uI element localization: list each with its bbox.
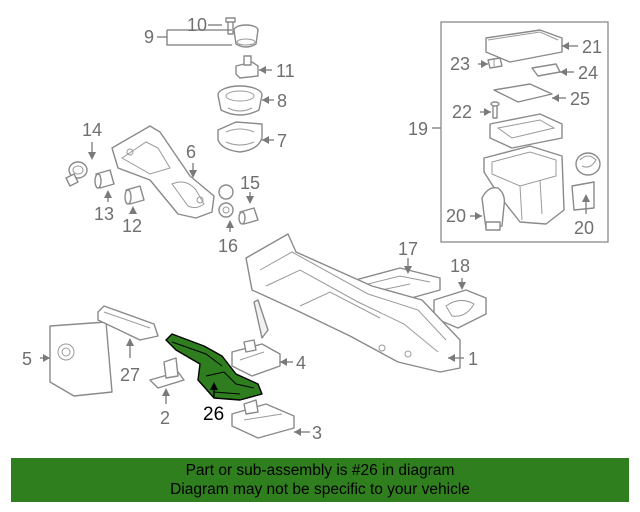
part-21-armrest-lid bbox=[485, 29, 563, 63]
callout-3: 3 bbox=[312, 423, 322, 443]
callout-10: 10 bbox=[187, 15, 207, 35]
part-11-bracket bbox=[235, 55, 259, 79]
callout-27: 27 bbox=[120, 365, 140, 385]
part-14-switch bbox=[65, 161, 88, 187]
callout-22: 22 bbox=[452, 102, 472, 122]
callout-12: 12 bbox=[122, 216, 142, 236]
callout-4: 4 bbox=[296, 353, 306, 373]
callout-11: 11 bbox=[276, 61, 295, 81]
callout-20-right: 20 bbox=[574, 218, 594, 238]
callout-18: 18 bbox=[450, 256, 470, 276]
part-27-trim-strip bbox=[97, 305, 159, 341]
callout-2: 2 bbox=[160, 408, 170, 428]
callout-24: 24 bbox=[578, 63, 598, 83]
callout-9: 9 bbox=[144, 27, 154, 47]
callout-7: 7 bbox=[277, 131, 287, 151]
part-25-mat bbox=[493, 83, 553, 103]
callout-26: 26 bbox=[203, 404, 224, 425]
callout-21: 21 bbox=[582, 37, 602, 57]
banner-line-1: Part or sub-assembly is #26 in diagram bbox=[185, 462, 455, 479]
callout-23: 23 bbox=[450, 54, 470, 74]
callout-16: 16 bbox=[218, 236, 238, 256]
callout-13: 13 bbox=[94, 204, 114, 224]
callout-1: 1 bbox=[468, 349, 478, 369]
part-20-bracket-right bbox=[571, 152, 601, 211]
callout-20-left: 20 bbox=[446, 206, 466, 226]
part-19-tray bbox=[489, 113, 563, 149]
banner-line-2: Diagram may not be specific to your vehi… bbox=[170, 481, 470, 498]
part-8-cup-holder bbox=[217, 85, 263, 116]
part-23-latch bbox=[487, 57, 503, 69]
part-22-pin bbox=[490, 101, 500, 119]
part-2-bracket bbox=[149, 357, 185, 389]
callout-15: 15 bbox=[240, 173, 260, 193]
part-15-plug bbox=[238, 207, 259, 225]
part-7-cup-insert bbox=[217, 121, 263, 153]
callout-25: 25 bbox=[570, 89, 590, 109]
part-26-parking-brake-lever bbox=[165, 333, 263, 401]
part-5-side-panel bbox=[49, 321, 113, 397]
callout-5: 5 bbox=[22, 349, 32, 369]
callout-8: 8 bbox=[277, 91, 287, 111]
parts-diagram: 9 10 11 8 7 6 14 bbox=[22, 15, 609, 443]
part-24-pad bbox=[531, 63, 561, 77]
part-4-bracket bbox=[231, 339, 281, 377]
part-20-bracket-left bbox=[481, 187, 506, 231]
callout-14: 14 bbox=[82, 120, 102, 140]
part-9-cap bbox=[233, 24, 259, 48]
part-12-plug bbox=[124, 185, 145, 205]
callout-17: 17 bbox=[398, 239, 418, 259]
info-banner: Part or sub-assembly is #26 in diagram D… bbox=[11, 458, 629, 502]
part-13-plug bbox=[94, 169, 115, 189]
part-19-armrest-base bbox=[483, 145, 565, 225]
callout-19: 19 bbox=[408, 119, 428, 139]
callout-6: 6 bbox=[186, 142, 196, 162]
assembly-19-box bbox=[440, 21, 609, 243]
part-16-socket bbox=[218, 184, 234, 218]
part-10-screw bbox=[225, 17, 236, 35]
part-3-bracket bbox=[231, 399, 295, 439]
part-6-trim-plate bbox=[111, 125, 215, 219]
part-1-console bbox=[245, 233, 461, 373]
